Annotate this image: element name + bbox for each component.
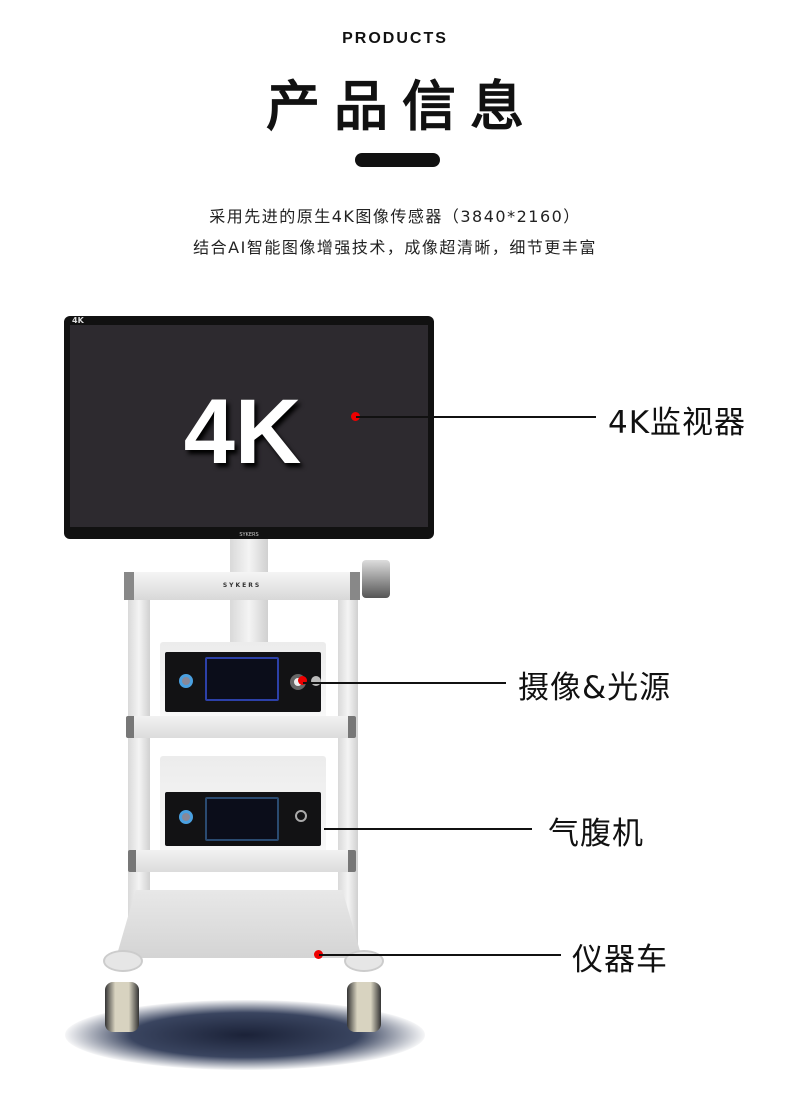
monitor: 4K 4K SYKERS (64, 316, 434, 539)
shelf-3 (128, 850, 356, 872)
title-underline (355, 153, 440, 167)
description-line-2: 结合AI智能图像增强技术，成像超清晰，细节更丰富 (193, 238, 597, 257)
insufflator-unit (160, 756, 326, 852)
callout-line-camera (303, 682, 506, 684)
callout-line-cart (319, 954, 561, 956)
caster-wheel-left (105, 982, 139, 1032)
monitor-screen: 4K (70, 325, 428, 527)
caster-cap-left (103, 950, 143, 972)
callout-label-cart: 仪器车 (572, 942, 668, 978)
monitor-brand: SYKERS (239, 532, 259, 538)
description-line-1: 采用先进的原生4K图像传感器（3840*2160） (209, 207, 581, 226)
callout-dot-monitor (351, 412, 360, 421)
base-shelf (116, 890, 362, 958)
screen-4k-text: 4K (183, 381, 302, 483)
section-eyebrow: PRODUCTS (342, 30, 448, 47)
callout-label-insufflator: 气腹机 (548, 816, 644, 852)
callout-dot-camera (298, 676, 307, 685)
callout-dot-cart (314, 950, 323, 959)
callout-label-camera: 摄像&光源 (518, 670, 672, 706)
shelf-2 (126, 716, 356, 738)
probe-holder (362, 560, 390, 598)
cart-brand: SYKERS (222, 582, 262, 589)
page-title: 产品信息 (266, 75, 538, 138)
monitor-4k-badge: 4K (72, 316, 84, 325)
callout-line-insufflator (324, 828, 532, 830)
caster-wheel-right (347, 982, 381, 1032)
top-shelf: SYKERS (124, 572, 360, 600)
callout-line-monitor (356, 416, 596, 418)
callout-label-monitor: 4K监视器 (608, 405, 747, 441)
